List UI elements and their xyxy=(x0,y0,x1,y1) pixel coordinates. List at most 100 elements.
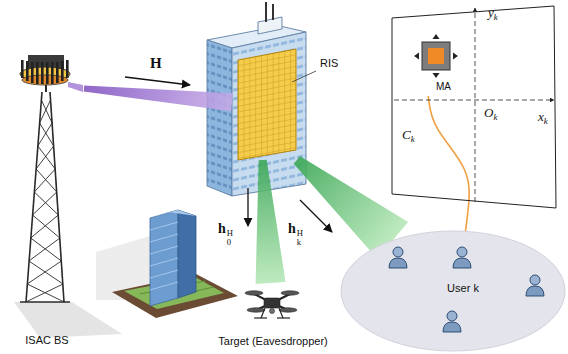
user-icon xyxy=(526,286,544,296)
user-icon xyxy=(457,247,467,257)
drone xyxy=(245,291,263,295)
antenna-array xyxy=(26,61,29,81)
antenna-plane-shape xyxy=(388,4,560,210)
node-label: xk xyxy=(538,108,548,125)
antenna-array xyxy=(61,61,64,81)
antenna-array xyxy=(51,62,54,84)
motion-arrow xyxy=(453,53,458,60)
ris-building xyxy=(258,17,282,34)
antenna-array xyxy=(41,62,44,84)
channel-label: h xyxy=(218,221,226,236)
city-building xyxy=(150,282,178,290)
user-icon xyxy=(453,247,471,268)
city-building xyxy=(150,246,178,254)
node-label: Target (Eavesdropper) xyxy=(212,335,334,348)
drone xyxy=(270,309,275,314)
ris-building xyxy=(207,40,232,196)
node-label: Ok xyxy=(484,104,497,121)
ris-building xyxy=(272,4,274,20)
antenna-frame xyxy=(422,42,450,70)
antenna-array xyxy=(46,62,49,84)
drone xyxy=(247,308,265,312)
channel-label: h xyxy=(288,221,296,236)
channel-label: H xyxy=(150,55,162,71)
channel-label: C xyxy=(402,127,411,142)
antenna-element xyxy=(428,48,444,64)
user-icon xyxy=(526,275,544,296)
city-building xyxy=(150,210,196,218)
channel-label: hkH xyxy=(288,220,303,247)
leader-line xyxy=(292,71,316,82)
user-icon xyxy=(389,258,407,268)
target-drone: Target (Eavesdropper) xyxy=(212,283,336,350)
city-building xyxy=(150,222,178,230)
node-label: y xyxy=(488,5,494,20)
city-building xyxy=(178,210,196,298)
channel-label: h0H xyxy=(218,220,233,247)
lattice-tower xyxy=(27,100,64,302)
node-label: k xyxy=(544,116,548,126)
beam-origin xyxy=(68,82,83,92)
channel-label: H xyxy=(297,229,303,238)
antenna-array xyxy=(21,60,24,78)
drone xyxy=(281,291,299,295)
antenna-array xyxy=(20,55,70,85)
tower-shadow xyxy=(14,302,122,338)
node-label: k xyxy=(494,12,498,22)
tower-shadow xyxy=(14,302,122,338)
motion-arrow xyxy=(433,73,440,78)
node-label: User k xyxy=(436,282,490,295)
drone xyxy=(279,308,283,318)
channel-label: H xyxy=(150,55,162,72)
city-building xyxy=(150,258,178,266)
antenna-array xyxy=(66,60,69,78)
user-cluster: User k xyxy=(340,230,566,352)
node-label: k xyxy=(493,112,497,122)
channel-beam xyxy=(248,160,286,284)
city-building xyxy=(150,234,178,242)
aperture-plane xyxy=(392,6,556,208)
movable-antenna: MA xyxy=(414,34,458,96)
antenna-array xyxy=(56,62,59,83)
channel-label: 0H xyxy=(227,229,233,246)
ris-building xyxy=(265,2,267,22)
antenna-plane: ykxkOkMA xyxy=(388,4,560,210)
beam-origin xyxy=(68,82,83,92)
channel-label: k xyxy=(297,238,303,247)
y-axis xyxy=(475,8,476,202)
user-icon xyxy=(453,258,471,268)
user-icon xyxy=(530,275,540,285)
city-building xyxy=(150,270,178,278)
ris-panel xyxy=(238,49,296,160)
cable-line xyxy=(428,96,469,231)
channel-label: k xyxy=(411,134,415,144)
direction-arrow xyxy=(247,188,248,226)
node-label: ISAC BS xyxy=(12,334,82,347)
antenna-array xyxy=(31,62,34,83)
antenna-cable xyxy=(428,96,469,231)
node-label: yk xyxy=(488,4,498,21)
motion-arrow xyxy=(433,34,440,39)
city-building xyxy=(150,210,178,306)
node-label: O xyxy=(484,105,493,120)
city-building xyxy=(96,210,238,318)
base-station: ISAC BS xyxy=(12,40,84,350)
user-icon xyxy=(393,247,403,257)
leader-line xyxy=(292,71,316,82)
drone xyxy=(245,291,299,318)
user-icon xyxy=(443,311,461,332)
user-region xyxy=(341,231,565,351)
drone xyxy=(264,298,280,308)
lattice-tower xyxy=(26,100,63,302)
motion-arrow xyxy=(414,53,419,60)
beam-shape xyxy=(256,160,286,284)
user-icon xyxy=(447,311,457,321)
channel-label: Ck xyxy=(402,126,415,143)
x-axis xyxy=(394,100,554,101)
lattice-tower xyxy=(20,301,70,303)
direction-arrow xyxy=(125,77,190,85)
channel-label: kH xyxy=(297,229,303,246)
channel-label: H xyxy=(227,229,233,238)
